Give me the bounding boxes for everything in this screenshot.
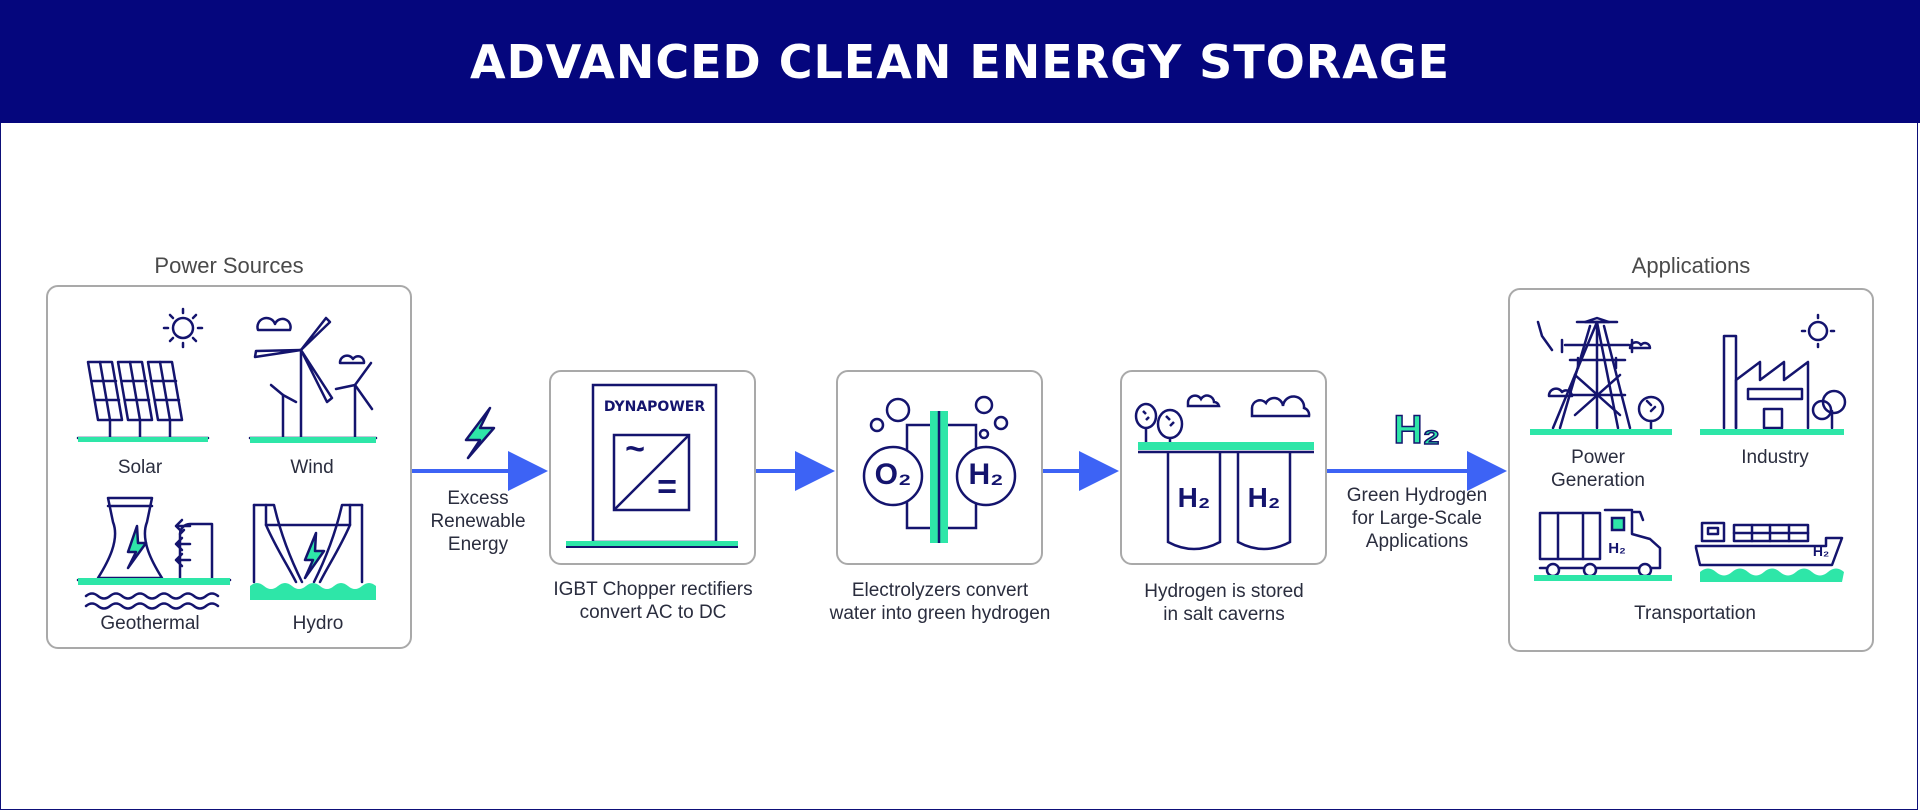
electrolyzer-label: Electrolyzers convert water into green h… — [829, 580, 1051, 624]
solar-panel-icon — [76, 360, 210, 440]
h2-label: H₂ — [968, 458, 1004, 491]
ship-h2-label: H₂ — [1812, 543, 1830, 559]
lightning-bolt-icon — [464, 406, 496, 460]
hydro-bolt-icon — [303, 531, 326, 580]
geothermal-plant-icon — [76, 496, 232, 610]
converter-base — [566, 541, 738, 546]
green-hydrogen-label: Green Hydrogen for Large-Scale Applicati… — [1346, 485, 1488, 552]
ground-accents — [78, 437, 376, 600]
title-banner: ADVANCED CLEAN ENERGY STORAGE — [0, 0, 1920, 123]
truck-icon — [1538, 508, 1662, 578]
source-label-wind: Wind — [290, 457, 334, 478]
tank-right-label: H₂ — [1247, 482, 1281, 513]
ship-icon — [1694, 521, 1844, 567]
green-hydrogen-symbol: H₂ — [1393, 407, 1441, 453]
electrolyzer-icon — [862, 395, 1017, 530]
storage-box — [1120, 370, 1327, 565]
page-title: ADVANCED CLEAN ENERGY STORAGE — [470, 34, 1450, 89]
source-label-hydro: Hydro — [292, 613, 344, 634]
converter-box — [549, 370, 756, 565]
applications-heading: Applications — [1631, 253, 1751, 278]
ac-symbol: ~ — [625, 430, 645, 468]
transport-energy-accents — [1610, 516, 1626, 532]
source-label-solar: Solar — [117, 457, 163, 478]
app-label-industry: Industry — [1741, 447, 1809, 468]
tank-left-label: H₂ — [1177, 482, 1211, 513]
application-ground-accents — [1530, 429, 1844, 582]
hydro-dam-icon — [252, 503, 364, 584]
dc-symbol: = — [657, 468, 677, 506]
app-label-transportation: Transportation — [1634, 603, 1756, 624]
geothermal-bolt-icon — [126, 524, 148, 570]
ground-level — [1138, 442, 1314, 450]
storage-label: Hydrogen is stored in salt caverns — [1144, 581, 1304, 625]
factory-icon — [1722, 313, 1847, 430]
dynapower-brand: DYNAPOWER — [603, 399, 706, 415]
wind-turbine-icon — [248, 316, 378, 440]
source-label-geothermal: Geothermal — [100, 613, 200, 634]
salt-cavern-icon — [1134, 394, 1311, 551]
power-sources-heading: Power Sources — [154, 253, 304, 278]
sun-icon — [162, 307, 204, 349]
truck-h2-label: H₂ — [1608, 540, 1626, 557]
app-label-power-generation: Power Generation — [1550, 447, 1645, 491]
o2-label: O₂ — [874, 458, 912, 491]
excess-energy-label: Excess Renewable Energy — [430, 488, 526, 555]
converter-label: IGBT Chopper rectifiers convert AC to DC — [553, 579, 753, 623]
applications-box — [1508, 288, 1874, 652]
power-tower-icon — [1536, 316, 1665, 432]
